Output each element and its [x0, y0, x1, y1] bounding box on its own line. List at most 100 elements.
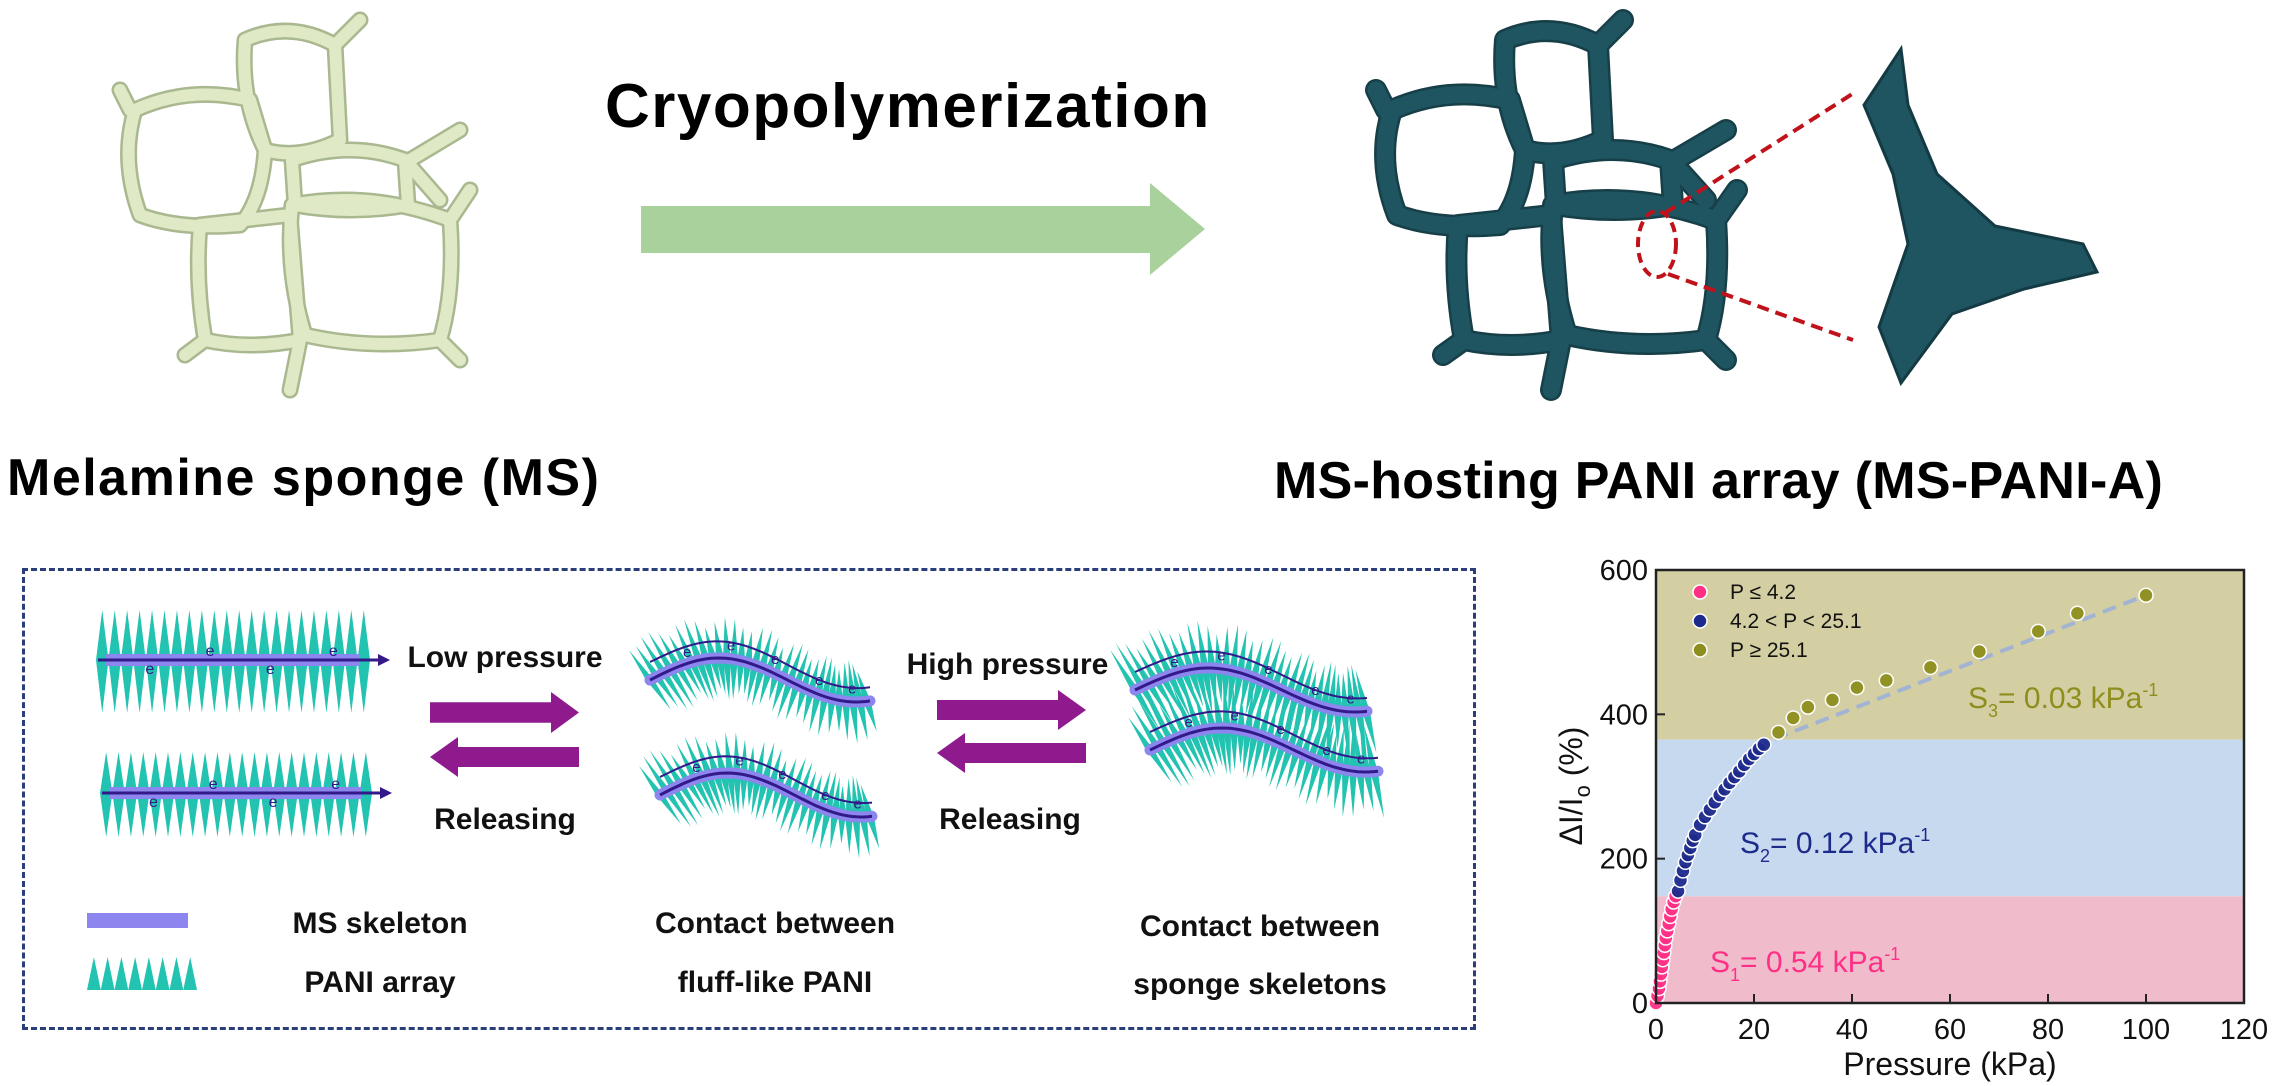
pani-spike: [112, 752, 125, 793]
electron-label: e: [1217, 647, 1225, 664]
pani-spike: [1248, 680, 1265, 724]
pani-spike: [295, 660, 308, 713]
pani-spike: [803, 770, 817, 802]
pani-spike: [220, 610, 233, 660]
pani-spike: [725, 732, 734, 774]
pani-spike: [307, 660, 321, 713]
pani-spike: [768, 748, 782, 785]
ms-sponge-edge: [281, 191, 460, 353]
pani-spike: [1203, 690, 1217, 729]
pani-spike: [124, 752, 138, 793]
pani-spike: [1165, 695, 1189, 735]
pani-zoom-detail-image: [1636, 44, 2100, 387]
data-point-series-3: [1824, 692, 1841, 708]
electron-label: e: [854, 796, 862, 813]
ms-sponge-strut: [114, 14, 476, 396]
electron-label: e: [821, 787, 829, 804]
pani-spike: [1195, 730, 1216, 776]
zoom-marker-ellipse: [1636, 209, 1678, 279]
pani-spike: [183, 957, 197, 990]
slope-annotation-s2: S2= 0.12 kPa-1: [1740, 825, 1930, 866]
legend-label: 4.2 < P < 25.1: [1730, 610, 1862, 633]
pani-spike: [112, 793, 125, 837]
pani-spike: [1261, 738, 1273, 773]
pani-spike: [223, 752, 236, 793]
pani-spike: [859, 816, 870, 857]
chart-legend: P ≤ 4.24.2 < P < 25.1P ≥ 25.1: [1692, 581, 1862, 662]
pani-spike: [285, 752, 298, 793]
annotation-superscript: -1: [1914, 825, 1930, 845]
pani-spike: [161, 752, 175, 793]
pani-spike: [149, 793, 162, 837]
electron-label: e: [1277, 721, 1285, 738]
pani-spike: [716, 658, 726, 695]
x-tick-label: 60: [1934, 1014, 1966, 1046]
electron-label: e: [1311, 682, 1319, 699]
pani-spike: [1334, 672, 1342, 711]
pani-spike: [698, 776, 720, 817]
pani-spike: [658, 633, 682, 667]
pani-spike: [345, 610, 358, 660]
pani-spike: [730, 659, 738, 700]
pani-spike: [759, 670, 773, 705]
pani-spike: [297, 793, 311, 837]
pani-spike: [100, 752, 113, 793]
pani-spike: [1230, 728, 1238, 771]
pani-spike: [635, 645, 661, 677]
electron-label: e: [771, 651, 779, 668]
pani-spike: [1215, 668, 1223, 703]
pani-spike: [310, 793, 323, 837]
pani-spike: [1172, 686, 1196, 733]
annotation-superscript: -1: [1884, 944, 1900, 964]
data-point-series-3: [1878, 672, 1895, 689]
forward-arrow-low-icon: [430, 692, 579, 733]
pani-spike: [1292, 652, 1310, 697]
region-band-2: [1656, 739, 2244, 897]
pani-spike: [629, 650, 654, 680]
pani-spike: [793, 649, 809, 685]
pani-spike: [1279, 702, 1297, 745]
pani-spike: [1180, 670, 1199, 709]
pani-spike: [688, 661, 709, 700]
pani-spike: [307, 610, 321, 660]
pani-spike: [758, 629, 773, 668]
pani-spike: [723, 617, 731, 659]
pani-spike: [248, 752, 261, 793]
pani-spike: [128, 957, 142, 990]
pani-spike: [158, 610, 171, 660]
pani-spike: [1285, 751, 1301, 788]
pani-spike: [1131, 706, 1161, 747]
pani-spike: [789, 757, 807, 795]
pani-spike: [676, 743, 699, 779]
pani-spike: [797, 801, 811, 833]
pani-spike: [755, 781, 769, 821]
legend-marker: [1692, 613, 1708, 629]
pani-spike: [714, 621, 724, 659]
pani-spike: [845, 778, 853, 817]
pani-spike: [828, 698, 836, 734]
pani-spike: [155, 957, 170, 990]
x-tick-label: 80: [2032, 1014, 2064, 1046]
pani-spike: [1271, 650, 1287, 687]
pani-spike: [818, 696, 829, 736]
pani-spike: [695, 660, 714, 702]
legend-ms-skeleton-icon: [87, 913, 188, 928]
pani-spike: [1293, 715, 1309, 752]
pani-spike: [114, 957, 129, 990]
pani-spike: [1242, 731, 1252, 774]
backward-arrow-high-icon: [937, 733, 1086, 773]
pani-spike: [1351, 664, 1363, 712]
pani-spike: [295, 610, 308, 660]
pani-spike: [681, 664, 702, 694]
pani-spike: [1349, 771, 1357, 817]
x-tick-label: 40: [1836, 1014, 1868, 1046]
pani-spike: [1320, 661, 1332, 708]
electron-path-secondary: [649, 640, 871, 690]
pani-spike: [1166, 675, 1192, 721]
annotation-value: = 0.54 kPa: [1740, 946, 1885, 979]
pani-spike: [158, 660, 171, 713]
pani-spike: [838, 814, 846, 845]
pani-spike: [747, 665, 759, 703]
